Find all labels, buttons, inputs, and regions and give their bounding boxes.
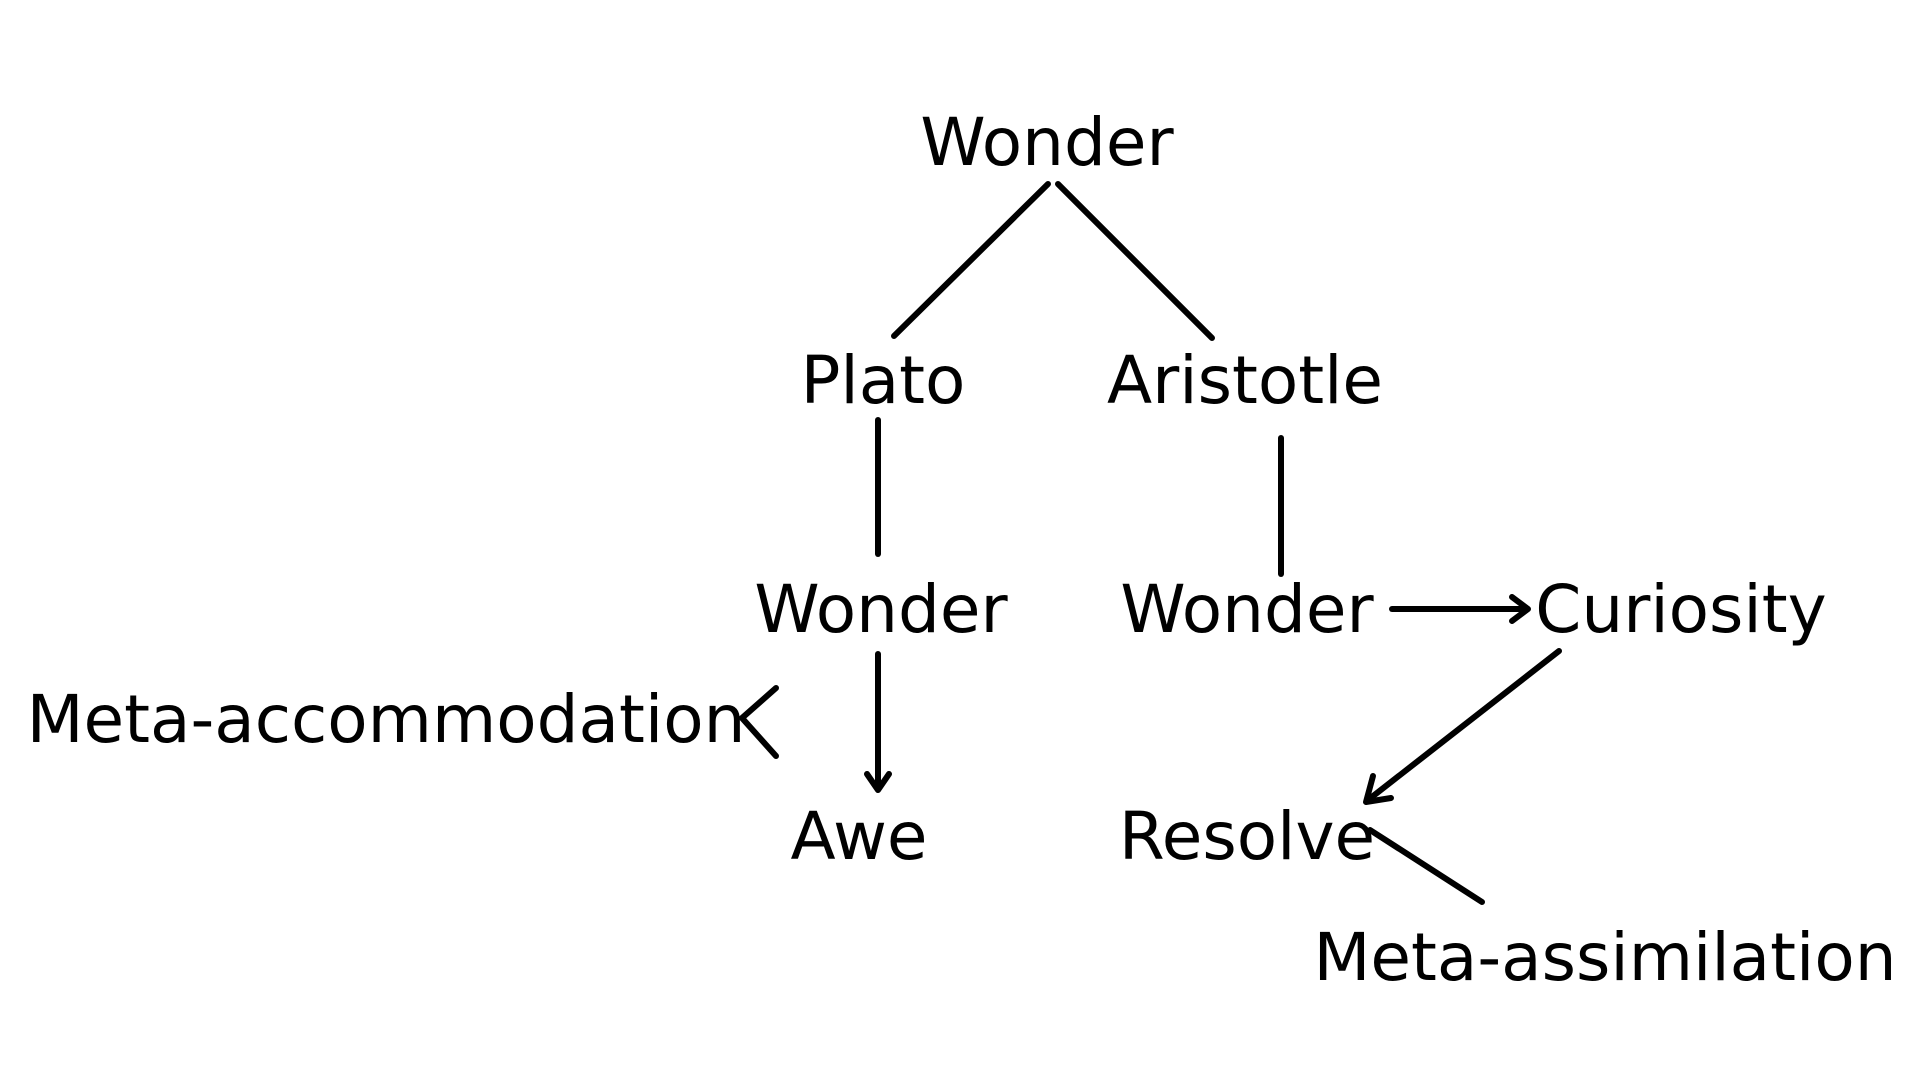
node-wonder-plato: Wonder [754,571,1008,648]
chevron-meta-accommodation [739,685,779,759]
node-curiosity: Curiosity [1535,571,1827,648]
edge-curiosity-to-resolve [1365,648,1562,803]
node-plato: Plato [800,342,966,419]
edge-resolve-to-meta-assimilation [1367,827,1485,905]
node-wonder-root: Wonder [920,104,1174,181]
node-aristotle: Aristotle [1106,342,1384,419]
edge-wonder-to-plato [891,181,1051,339]
node-meta-accommodation: Meta-accommodation [26,681,746,758]
edge-wonder-to-aristotle [1055,181,1215,341]
node-meta-assimilation: Meta-assimilation [1313,919,1897,996]
arrowhead-resolve [1363,773,1394,805]
arrowhead-curiosity [1509,594,1531,624]
node-resolve: Resolve [1118,798,1376,875]
node-awe: Awe [790,798,928,875]
node-wonder-aristotle: Wonder [1120,571,1374,648]
arrowhead-awe [864,771,892,793]
